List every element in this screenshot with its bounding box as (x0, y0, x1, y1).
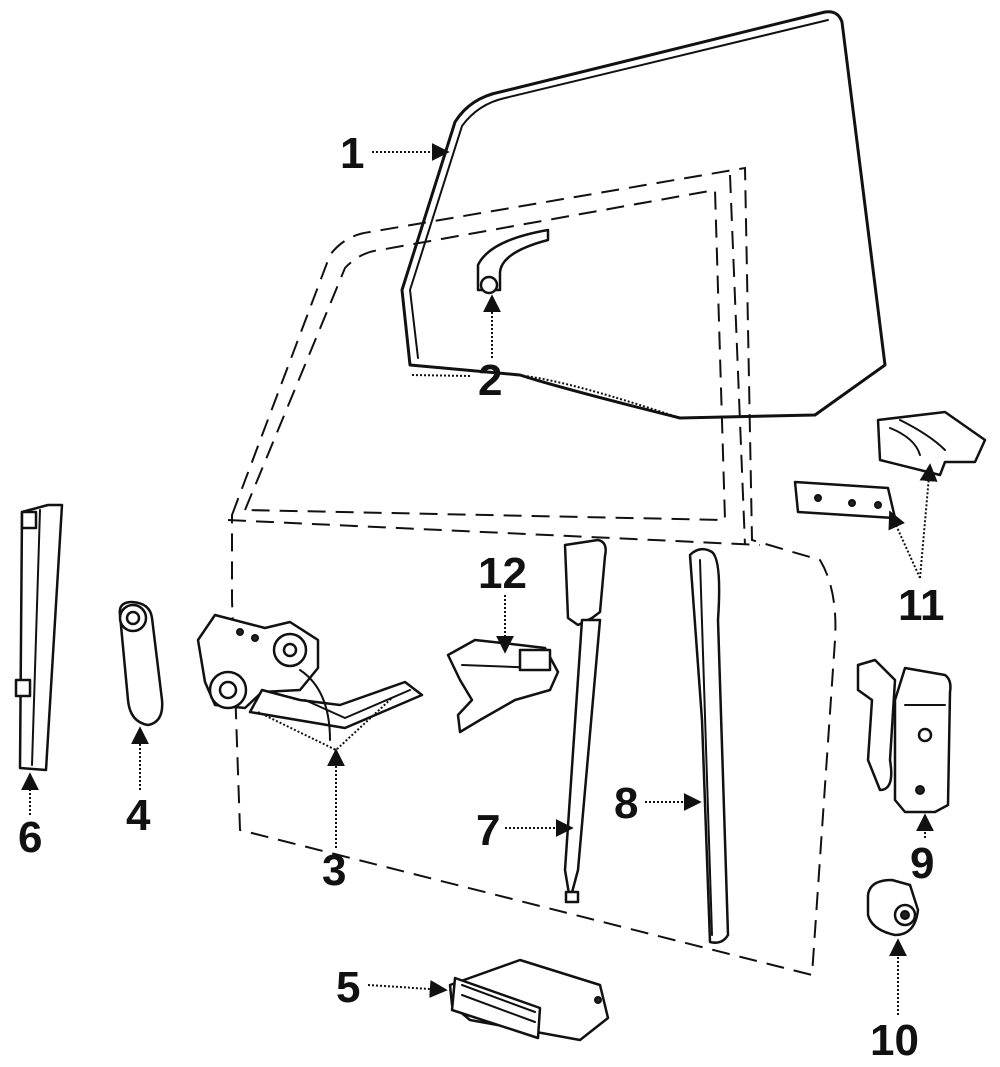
callout-11: 11 (898, 581, 945, 630)
rear-run-channel (14, 503, 64, 772)
lock-cylinder (866, 878, 920, 937)
callout-10: 10 (870, 1016, 919, 1065)
callout-2: 2 (478, 356, 502, 405)
glass-run-channel (476, 228, 550, 295)
leader-11b (888, 510, 921, 579)
callout-9: 9 (910, 839, 934, 888)
callout-12: 12 (478, 549, 527, 598)
leader-2-left (411, 374, 471, 377)
front-run-channel (563, 538, 607, 904)
window-regulator (196, 613, 424, 741)
callout-1: 1 (340, 129, 364, 178)
door-shell-outline (227, 166, 837, 977)
door-striker-assembly (793, 410, 987, 520)
callout-4: 4 (126, 791, 151, 840)
leader-2-right (514, 374, 681, 419)
inside-door-handle (446, 638, 560, 734)
door-glass (400, 10, 887, 420)
callout-7: 7 (476, 806, 500, 855)
callout-6: 6 (18, 813, 42, 862)
leader-11a (919, 463, 938, 579)
door-latch (856, 658, 952, 814)
leader-3-branch (257, 697, 393, 752)
weatherstrip (688, 547, 730, 944)
callout-8: 8 (614, 779, 638, 828)
callout-leaders (21, 143, 938, 1015)
callout-labels: 1 2 3 4 5 6 7 8 9 10 11 12 (18, 129, 945, 1065)
callout-5: 5 (336, 963, 360, 1012)
window-crank-handle (118, 600, 164, 727)
leader-5 (367, 979, 448, 998)
armrest (448, 958, 610, 1042)
callout-3: 3 (322, 846, 346, 895)
